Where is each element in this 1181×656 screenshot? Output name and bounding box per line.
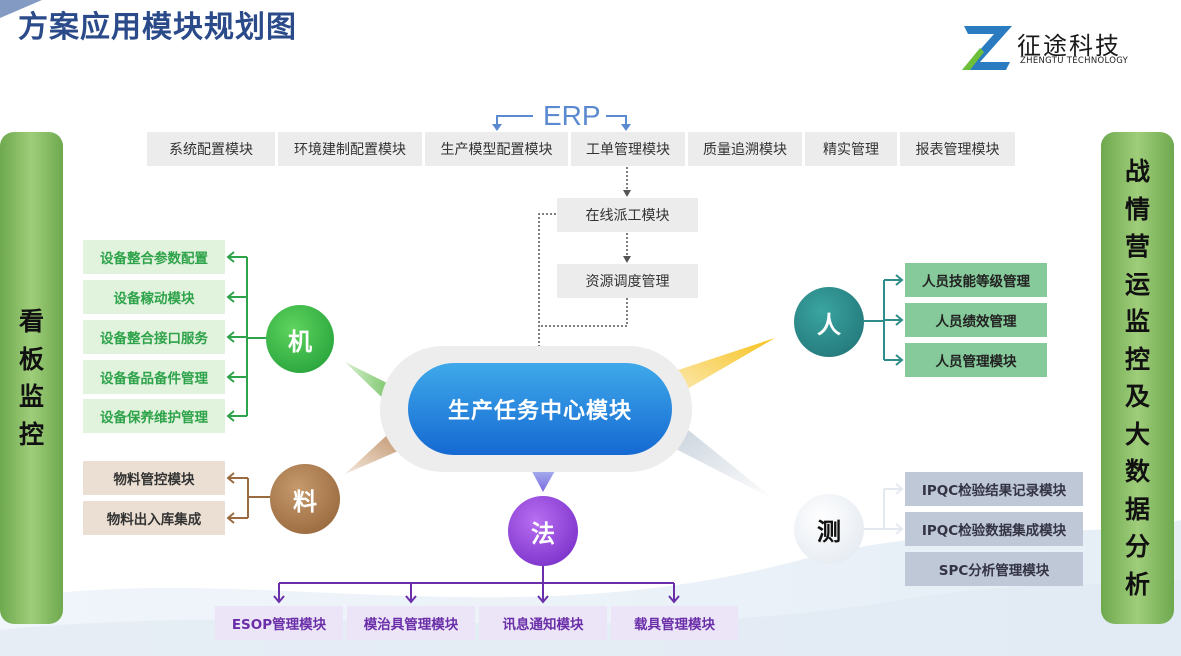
top-module-production-model: 生产模型配置模块 [425, 132, 568, 166]
left-panel-char: 板 [18, 344, 44, 374]
page-title: 方案应用模块规划图 [18, 10, 297, 45]
method-item: 模治具管理模块 [347, 606, 475, 640]
erp-label: ERP [543, 100, 601, 131]
top-module-system-config: 系统配置模块 [147, 132, 275, 166]
right-panel-analytics: 战 情 营 运 监 控 及 大 数 据 分 析 [1101, 132, 1174, 624]
people-item: 人员绩效管理 [905, 303, 1047, 337]
right-panel-char: 控 [1124, 344, 1150, 374]
left-panel-char: 监 [18, 382, 44, 411]
people-item: 人员管理模块 [905, 343, 1047, 377]
material-item: 物料出入库集成 [83, 501, 225, 535]
material-item: 物料管控模块 [83, 461, 225, 495]
method-circle: 法 [508, 496, 578, 566]
top-module-lean: 精实管理 [805, 132, 897, 166]
right-panel-char: 大 [1124, 419, 1150, 449]
measure-item: IPQC检验数据集成模块 [905, 512, 1083, 546]
machine-item: 设备稼动模块 [83, 280, 225, 314]
machine-item: 设备保养维护管理 [83, 399, 225, 433]
right-panel-char: 营 [1124, 232, 1150, 261]
right-panel-char: 数 [1124, 457, 1150, 486]
right-panel-char: 运 [1124, 269, 1150, 299]
machine-item: 设备备品备件管理 [83, 360, 225, 394]
center-production-task-module: 生产任务中心模块 [408, 363, 672, 455]
machine-circle: 机 [266, 305, 334, 373]
left-panel-dashboard: 看 板 监 控 [0, 132, 63, 624]
machine-item: 设备整合接口服务 [83, 320, 225, 354]
logo-subtitle: ZHENGTU TECHNOLOGY [1020, 56, 1129, 66]
top-module-report: 报表管理模块 [900, 132, 1015, 166]
left-panel-char: 看 [18, 307, 44, 336]
method-item: 讯息通知模块 [479, 606, 607, 640]
measure-circle: 测 [794, 494, 864, 564]
right-panel-char: 及 [1124, 382, 1150, 411]
measure-item: SPC分析管理模块 [905, 552, 1083, 586]
top-module-environment-config: 环境建制配置模块 [278, 132, 422, 166]
resource-scheduling-module: 资源调度管理 [557, 264, 698, 298]
material-circle: 料 [270, 464, 340, 534]
right-panel-char: 析 [1124, 569, 1150, 599]
measure-item: IPQC检验结果记录模块 [905, 472, 1083, 506]
method-item: 载具管理模块 [611, 606, 738, 640]
machine-item: 设备整合参数配置 [83, 240, 225, 274]
z-logo-icon [960, 22, 1016, 72]
online-dispatch-module: 在线派工模块 [557, 198, 698, 232]
right-panel-char: 情 [1124, 194, 1150, 224]
top-module-quality-trace: 质量追溯模块 [688, 132, 802, 166]
logo-name: 征途科技 [1017, 32, 1121, 60]
top-module-work-order: 工单管理模块 [571, 132, 685, 166]
right-panel-char: 分 [1124, 532, 1150, 561]
method-item: ESOP管理模块 [215, 606, 343, 640]
right-panel-char: 战 [1124, 157, 1150, 186]
right-panel-char: 监 [1124, 307, 1150, 336]
left-panel-char: 控 [18, 419, 44, 449]
right-panel-char: 据 [1124, 494, 1150, 524]
people-circle: 人 [794, 287, 864, 357]
people-item: 人员技能等级管理 [905, 263, 1047, 297]
